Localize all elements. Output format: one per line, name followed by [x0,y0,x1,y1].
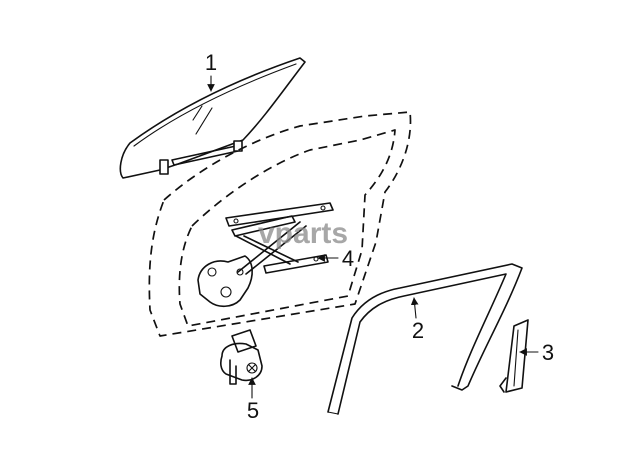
glass-run-channel [327,263,523,415]
callout-motor: 5 [247,398,259,423]
rear-glass-guide [499,319,529,393]
regulator-assembly [197,202,334,308]
window-motor [220,329,263,385]
leader-2 [410,297,419,319]
callout-glass: 1 [205,50,217,75]
door-panel-outline [148,111,412,337]
callout-regulator-bracket: 4 [342,246,354,271]
leader-lines [207,75,539,399]
door-glass [119,57,306,179]
watermark-text: vparts [258,217,348,250]
callout-guide: 3 [542,340,554,365]
callout-run-channel: 2 [412,318,424,343]
